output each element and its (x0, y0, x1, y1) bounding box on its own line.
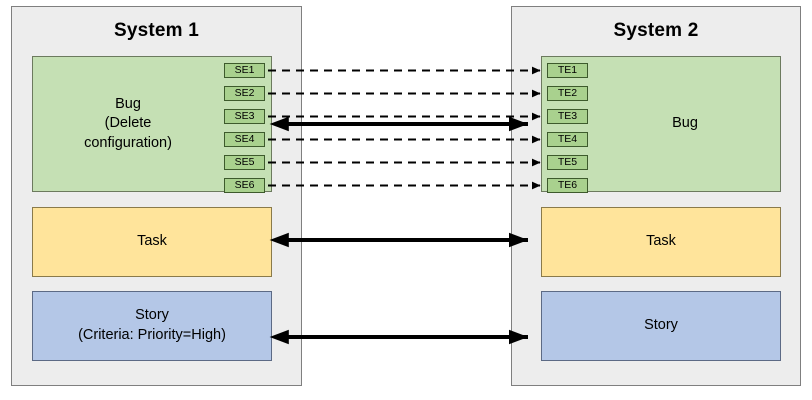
bug-label-left: Bug (Delete configuration) (84, 95, 172, 154)
bug-label-right: Bug (672, 115, 698, 132)
endpoint-te1[interactable]: TE1 (547, 63, 588, 78)
endpoint-te2[interactable]: TE2 (547, 86, 588, 101)
system-title-right: System 2 (613, 20, 699, 41)
task-box-left[interactable]: Task (32, 207, 272, 277)
system-title-left: System 1 (113, 20, 200, 41)
story-label-left-line1: Story (135, 307, 169, 324)
endpoint-se5[interactable]: SE5 (224, 155, 265, 170)
endpoint-te3[interactable]: TE3 (547, 109, 588, 124)
task-label-left: Task (137, 233, 167, 250)
bug-box-right[interactable]: Bug (541, 56, 781, 192)
endpoint-se1[interactable]: SE1 (224, 63, 265, 78)
endpoint-se2[interactable]: SE2 (224, 86, 265, 101)
story-box-left[interactable]: Story (Criteria: Priority=High) (32, 291, 272, 361)
endpoint-se6[interactable]: SE6 (224, 178, 265, 193)
bug-label-left-line3: configuration) (84, 134, 172, 151)
story-label-right: Story (644, 317, 678, 334)
story-box-right[interactable]: Story (541, 291, 781, 361)
endpoint-se3[interactable]: SE3 (224, 109, 265, 124)
story-label-left: Story (Criteria: Priority=High) (78, 306, 226, 345)
task-label-right: Task (646, 233, 676, 250)
bug-label-left-line1: Bug (115, 95, 141, 112)
story-label-left-line2: (Criteria: Priority=High) (78, 327, 226, 343)
endpoint-te6[interactable]: TE6 (547, 178, 588, 193)
endpoint-se4[interactable]: SE4 (224, 132, 265, 147)
task-box-right[interactable]: Task (541, 207, 781, 277)
endpoint-te5[interactable]: TE5 (547, 155, 588, 170)
endpoint-te4[interactable]: TE4 (547, 132, 588, 147)
bug-label-left-line2: (Delete (104, 115, 152, 132)
